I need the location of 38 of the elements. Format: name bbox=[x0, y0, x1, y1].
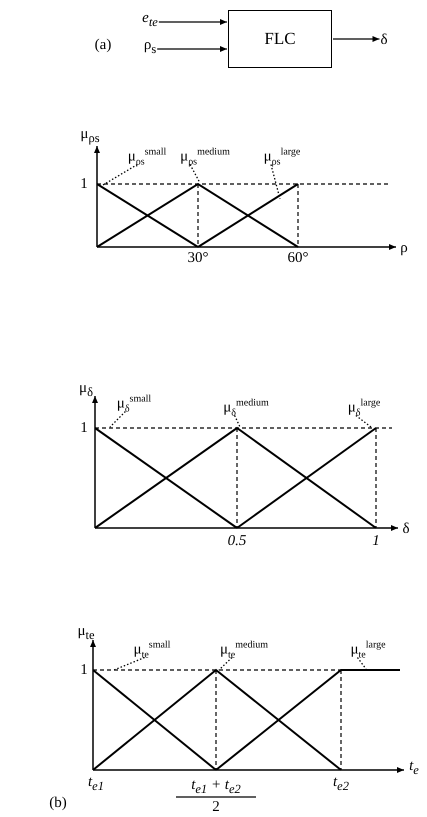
axis-title: t$_{e}$ bbox=[409, 758, 419, 778]
axis-title: δ bbox=[402, 520, 410, 538]
tick-label: 1 bbox=[372, 532, 380, 550]
input-label: ρ$_{s}$ bbox=[144, 37, 156, 57]
tick-label: t$_{e2}$ bbox=[333, 774, 349, 794]
tick-label: t$_{e1}$ bbox=[88, 774, 104, 794]
axis-title: ρ bbox=[400, 240, 408, 256]
leader-line bbox=[270, 164, 281, 200]
leader-line bbox=[356, 657, 367, 670]
output-label: δ bbox=[380, 32, 388, 48]
axis-title: μ$_{te}$ bbox=[77, 623, 95, 643]
tick-label: 1 bbox=[80, 662, 88, 678]
input-label: e$_{te}$ bbox=[142, 10, 158, 30]
axis-title: μ$_{ρs}$ bbox=[80, 126, 100, 146]
membership-function-drawing bbox=[92, 396, 398, 531]
arrow bbox=[333, 36, 380, 42]
axis-title: μ$_{δ}$ bbox=[79, 380, 93, 400]
tick-label: 60° bbox=[288, 250, 308, 266]
leader-line bbox=[190, 164, 201, 184]
membership-function-drawing bbox=[90, 640, 404, 773]
arrow bbox=[157, 46, 227, 52]
tick-label: 1 bbox=[80, 176, 88, 192]
tick-label: t$_{e1}$ + t$_{e2}$ bbox=[191, 777, 241, 797]
leader-line bbox=[114, 656, 145, 671]
leader-line bbox=[355, 414, 372, 428]
leader-line bbox=[102, 164, 138, 186]
controller-block: FLC bbox=[228, 10, 332, 68]
panel-label: (a) bbox=[94, 36, 112, 54]
leader-line bbox=[218, 657, 232, 670]
tick-label: 30° bbox=[188, 250, 208, 266]
membership-function-drawing bbox=[94, 146, 396, 250]
tick-label: 1 bbox=[80, 420, 88, 436]
tick-label: 2 bbox=[212, 798, 220, 816]
tick-label: 0.5 bbox=[228, 532, 246, 550]
arrow bbox=[158, 19, 227, 25]
panel-label: (b) bbox=[49, 794, 67, 812]
leader-line bbox=[234, 415, 241, 428]
leader-line bbox=[110, 411, 126, 428]
